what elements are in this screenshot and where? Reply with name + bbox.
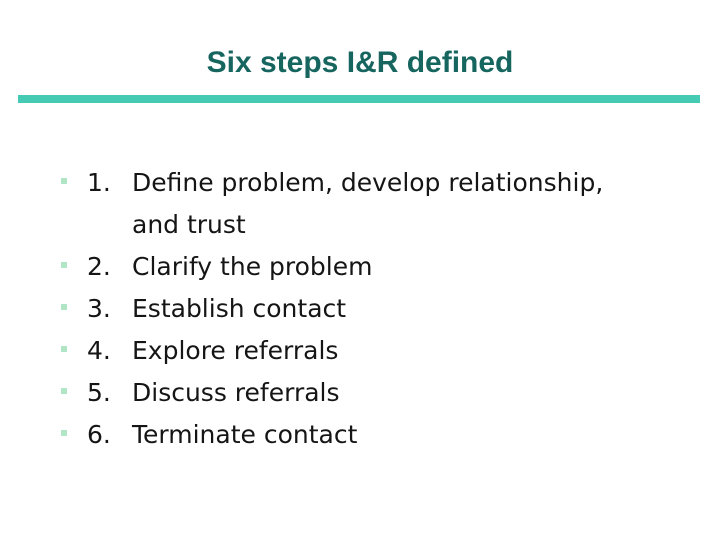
step-text-line: Terminate contact xyxy=(132,420,358,449)
step-text: Define problem, develop relationship, an… xyxy=(132,162,720,246)
list-item: 5. Discuss referrals xyxy=(0,372,720,414)
step-text: Establish contact xyxy=(132,288,720,330)
bullet-square-icon xyxy=(61,304,67,310)
slide-title: Six steps I&R defined xyxy=(206,46,514,79)
list-item: 6. Terminate contact xyxy=(0,414,720,456)
bullet-square-icon xyxy=(61,178,67,184)
bullet-square-icon xyxy=(61,262,67,268)
step-text-line: Discuss referrals xyxy=(132,378,340,407)
step-text-line: Establish contact xyxy=(132,294,347,323)
step-text: Explore referrals xyxy=(132,330,720,372)
step-number: 6. xyxy=(87,420,111,449)
title-divider-rule xyxy=(18,95,700,103)
bullet-square-icon xyxy=(61,346,67,352)
step-number: 2. xyxy=(87,252,111,281)
list-item: 2. Clarify the problem xyxy=(0,246,720,288)
step-number: 3. xyxy=(87,294,111,323)
step-number: 5. xyxy=(87,378,111,407)
step-text-line: Explore referrals xyxy=(132,336,339,365)
list-item: 3. Establish contact xyxy=(0,288,720,330)
step-text: Clarify the problem xyxy=(132,246,720,288)
step-text: Terminate contact xyxy=(132,414,720,456)
step-text: Discuss referrals xyxy=(132,372,720,414)
list-item: 4. Explore referrals xyxy=(0,330,720,372)
bullet-square-icon xyxy=(61,388,67,394)
step-text-line: Define problem, develop relationship, xyxy=(132,168,604,197)
step-text-line: and trust xyxy=(132,210,246,239)
step-number: 4. xyxy=(87,336,111,365)
bullet-square-icon xyxy=(61,430,67,436)
step-text-line: Clarify the problem xyxy=(132,252,373,281)
steps-list: 1. Define problem, develop relationship,… xyxy=(0,162,720,456)
step-number: 1. xyxy=(87,168,111,197)
list-item: 1. Define problem, develop relationship,… xyxy=(0,162,720,246)
